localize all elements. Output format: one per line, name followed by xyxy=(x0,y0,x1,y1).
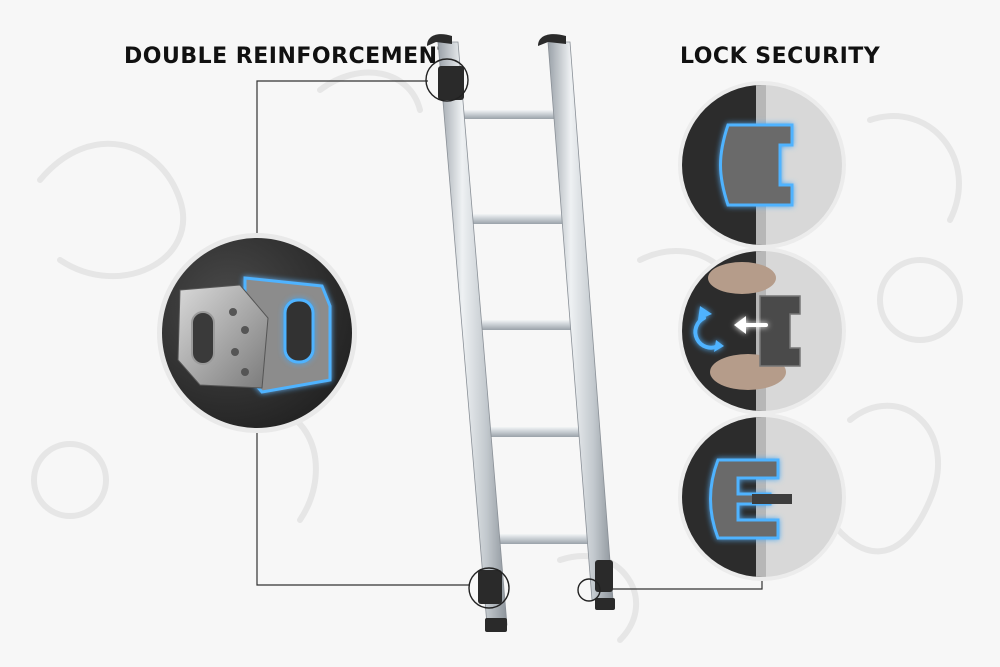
lock-detail-circle-locked xyxy=(678,413,846,581)
bottom-bracket-ring xyxy=(468,567,510,609)
lock-security-title: LOCK SECURITY xyxy=(680,44,881,69)
top-bracket-ring xyxy=(425,58,469,102)
top-reinforcement-bracket xyxy=(438,66,464,100)
ladder-rungs xyxy=(455,110,604,544)
right-top-hook xyxy=(538,34,566,46)
lock-detail-circle-open xyxy=(678,81,846,249)
double-reinforcement-title: DOUBLE REINFORCEMENT xyxy=(124,44,454,69)
right-lock-clip xyxy=(595,560,613,592)
bottom-reinforcement-bracket xyxy=(478,570,502,604)
lock-detail-circle-action xyxy=(678,247,846,415)
reinforcement-detail-circle xyxy=(157,233,357,433)
left-foot xyxy=(485,618,507,632)
push-arrow-icon xyxy=(734,316,768,334)
left-top-hook xyxy=(427,34,452,46)
right-foot xyxy=(595,598,615,610)
lock-clip-ring xyxy=(577,578,601,602)
aluminum-ladder xyxy=(427,34,615,632)
ladder-left-rail xyxy=(437,41,508,626)
rotate-arrow-icon xyxy=(693,306,724,352)
